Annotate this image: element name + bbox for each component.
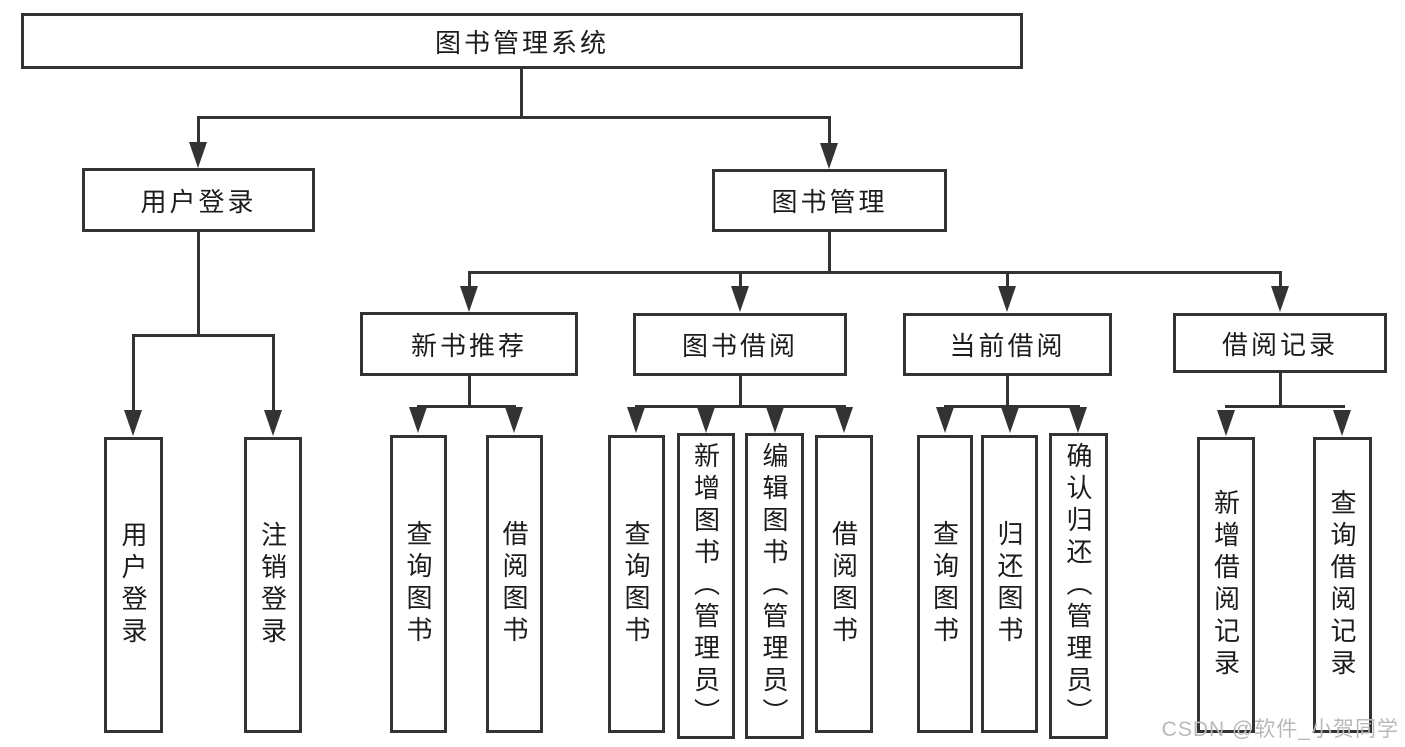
leaf-add-borrow-record: 新增借阅记录 [1197,437,1255,733]
connector-current-borrow-stem [1005,376,1009,407]
node-borrow-records: 借阅记录 [1173,313,1387,373]
arrowhead-leaf-return [1001,407,1019,433]
node-book-borrow: 图书借阅 [633,313,847,376]
node-new-book-recommend: 新书推荐 [360,312,578,376]
leaf-add-book-admin-label: 新增图书（管理员） [690,442,721,730]
connector-borrow-records-stem [1278,373,1282,407]
connector-new-book-branch [416,405,516,408]
leaf-edit-book-admin-label: 编辑图书（管理员） [759,442,789,730]
leaf-borrow-books-1-label: 借阅图书 [499,520,529,648]
leaf-user-login: 用户登录 [104,437,163,733]
arrowhead-leaf-query-record [1333,410,1351,436]
connector-drop-borrow-records [1278,271,1282,288]
node-current-borrow-label: 当前借阅 [949,331,1066,361]
node-new-book-recommend-label: 新书推荐 [410,330,527,361]
leaf-logout: 注销登录 [244,437,302,733]
leaf-query-books-1: 查询图书 [390,435,447,733]
leaf-query-books-1-label: 查询图书 [403,520,433,648]
connector-user-login-branch [131,334,275,337]
arrowhead-leaf-query-3 [936,407,954,433]
leaf-query-borrow-record-label: 查询借阅记录 [1327,489,1357,681]
leaf-edit-book-admin: 编辑图书（管理员） [745,433,804,739]
connector-drop-book-management [827,116,831,147]
connector-current-borrow-branch [943,405,1080,408]
node-root-label: 图书管理系统 [434,27,609,58]
arrowhead-leaf-add-book [697,407,715,433]
arrowhead-borrow-records [1271,286,1289,312]
leaf-query-books-3-label: 查询图书 [929,520,960,648]
arrowhead-leaf-add-record [1217,410,1235,436]
leaf-query-books-2: 查询图书 [608,435,665,733]
connector-book-management-branch [467,271,1282,274]
leaf-borrow-books-1: 借阅图书 [486,435,543,733]
leaf-borrow-books-2-label: 借阅图书 [828,520,859,648]
leaf-return-book-label: 归还图书 [994,520,1024,648]
connector-book-borrow-branch [634,405,846,408]
csdn-watermark: CSDN @软件_小贺同学 [1161,718,1399,741]
connector-root-branch [196,116,831,119]
arrowhead-leaf-edit-book [766,407,784,433]
leaf-logout-label: 注销登录 [257,521,288,649]
node-current-borrow: 当前借阅 [903,313,1112,376]
leaf-user-login-label: 用户登录 [118,521,148,649]
connector-borrow-records-branch [1224,405,1345,408]
leaf-query-books-2-label: 查询图书 [621,520,651,648]
arrowhead-leaf-borrow-2 [835,407,853,433]
leaf-borrow-books-2: 借阅图书 [815,435,873,733]
connector-root-stem [519,69,523,118]
node-book-management-label: 图书管理 [771,187,888,217]
arrowhead-leaf-login [124,410,142,436]
node-borrow-records-label: 借阅记录 [1221,329,1338,360]
connector-drop-leaf-login [131,334,135,414]
connector-book-management-stem [827,232,831,273]
arrowhead-leaf-query-2 [627,407,645,433]
leaf-query-books-3: 查询图书 [917,435,973,733]
node-root: 图书管理系统 [21,13,1023,69]
leaf-confirm-return-admin: 确认归还（管理员） [1049,433,1108,739]
leaf-query-borrow-record: 查询借阅记录 [1313,437,1372,733]
connector-drop-user-login [196,116,200,146]
connector-new-book-stem [467,376,471,407]
arrowhead-book-borrow [731,286,749,312]
connector-drop-leaf-logout [271,334,275,414]
connector-user-login-stem [196,232,200,337]
connector-drop-book-borrow [738,271,742,288]
node-user-login: 用户登录 [82,168,315,232]
leaf-confirm-return-admin-label: 确认归还（管理员） [1063,442,1093,730]
node-book-borrow-label: 图书借阅 [681,331,798,361]
node-book-management: 图书管理 [712,169,947,232]
arrowhead-leaf-query-1 [409,407,427,433]
leaf-add-borrow-record-label: 新增借阅记录 [1210,489,1241,681]
leaf-add-book-admin: 新增图书（管理员） [677,433,735,739]
node-user-login-label: 用户登录 [140,186,257,217]
arrowhead-leaf-logout [264,410,282,436]
arrowhead-book-management [820,143,838,169]
arrowhead-new-book [460,286,478,312]
connector-book-borrow-stem [738,376,742,407]
leaf-return-book: 归还图书 [981,435,1038,733]
arrowhead-leaf-confirm-return [1069,407,1087,433]
connector-drop-new-book [467,271,471,288]
arrowhead-current-borrow [998,286,1016,312]
arrowhead-leaf-borrow-1 [505,407,523,433]
arrowhead-user-login [189,142,207,168]
connector-drop-current-borrow [1005,271,1009,288]
